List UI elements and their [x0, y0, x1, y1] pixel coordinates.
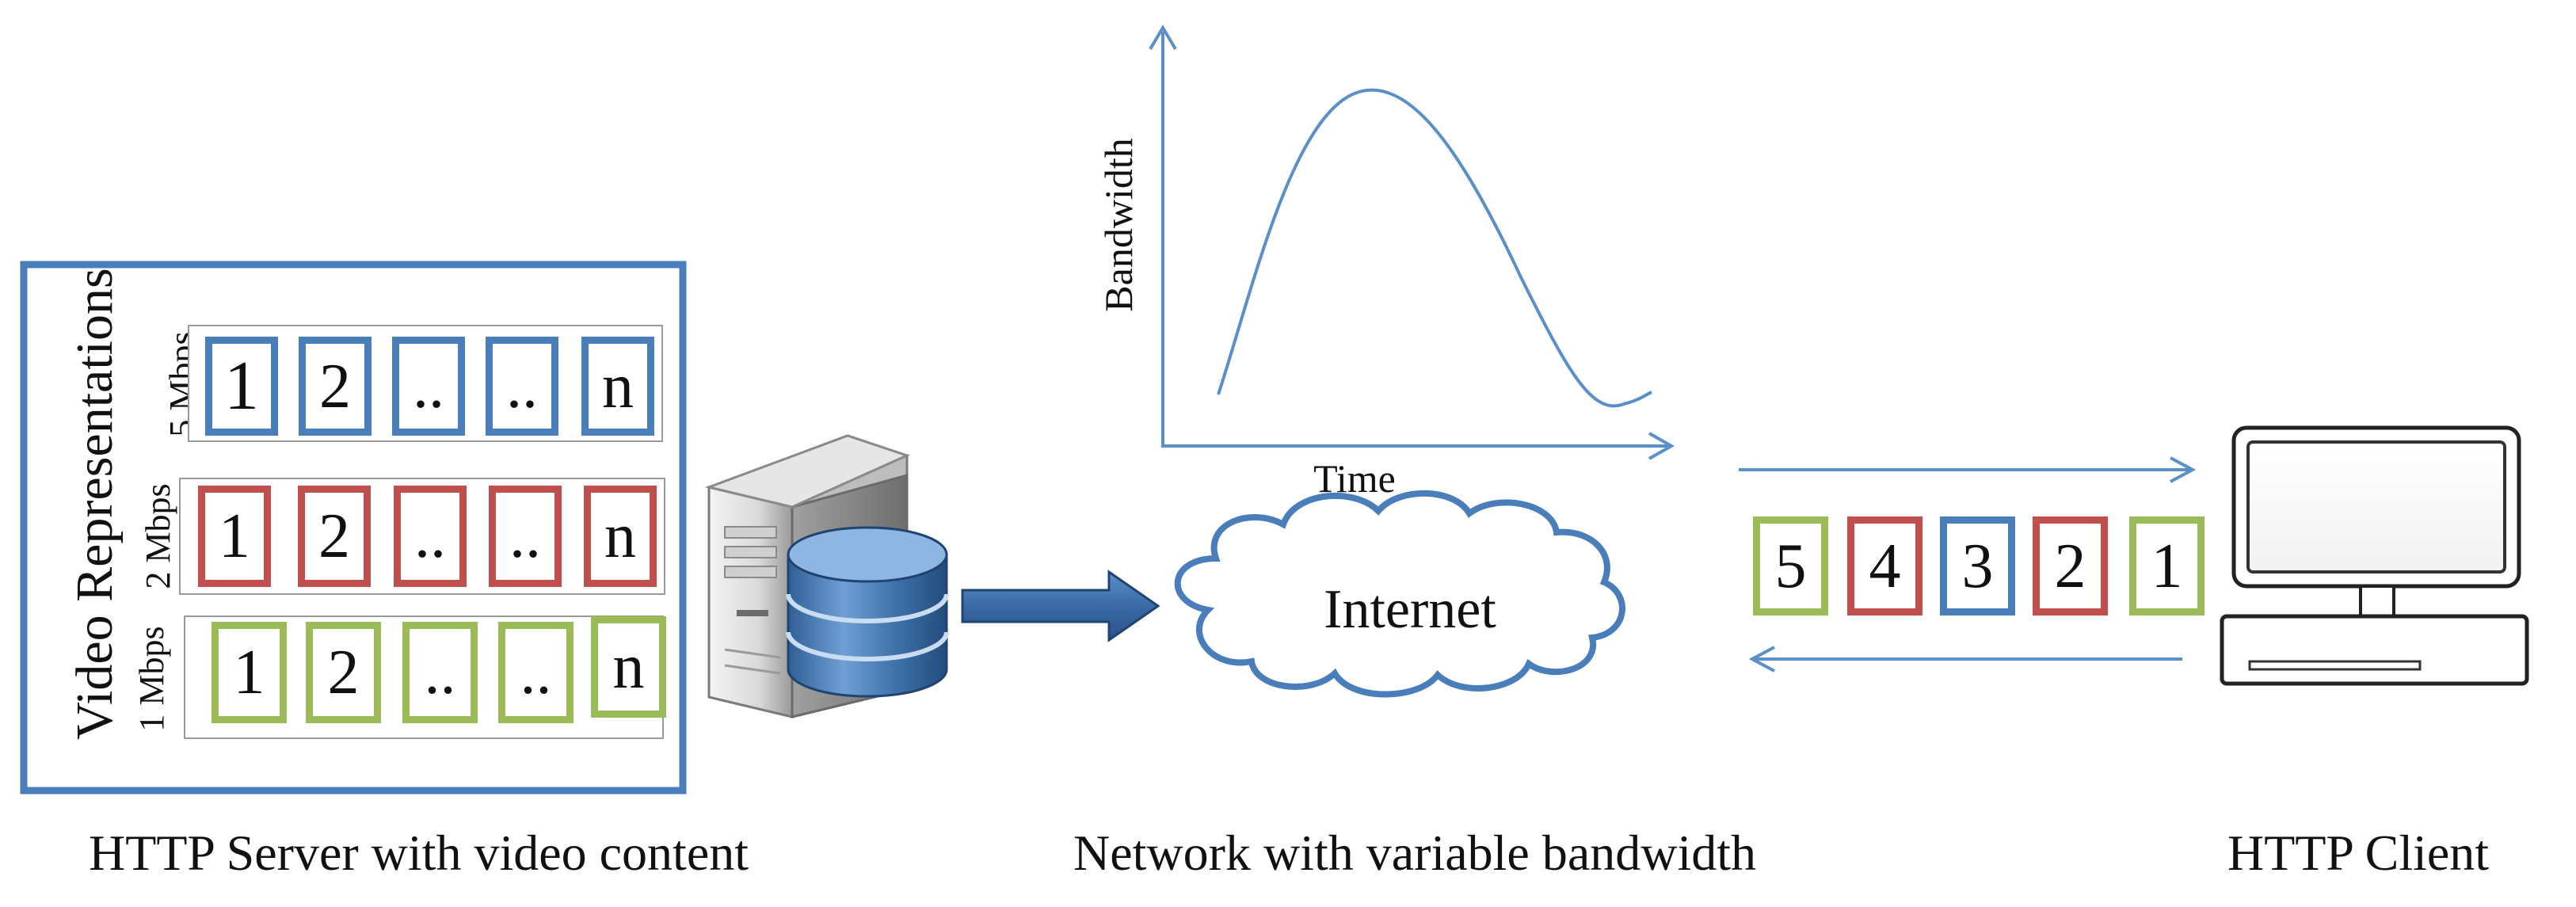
segment-1mbps-5: n: [591, 616, 666, 718]
graph-ylabel: Bandwidth: [1096, 138, 1141, 312]
client-computer-icon: [2220, 425, 2529, 686]
received-segment-3: 3: [1940, 516, 2015, 615]
graph-x-arrowhead: [1648, 432, 1675, 460]
rate-label-1mbps: 1 Mbps: [132, 626, 171, 732]
received-segment-2: 2: [2033, 516, 2108, 615]
received-segment-1: 1: [2129, 516, 2204, 615]
segment-2mbps-3: ..: [394, 486, 467, 587]
server-caption: HTTP Server with video content: [89, 825, 749, 881]
request-arrowhead: [1748, 646, 1775, 673]
representations-title: Video Representations: [66, 268, 124, 740]
segment-2mbps-4: ..: [489, 486, 562, 587]
graph-y-arrowhead: [1149, 25, 1177, 51]
network-caption: Network with variable bandwidth: [1073, 825, 1756, 881]
bandwidth-graph: [1149, 25, 1675, 460]
server-tower-icon: [704, 434, 911, 718]
received-segment-5: 5: [1753, 516, 1828, 615]
server-to-network-arrow: [961, 570, 1160, 642]
server-panel-frame: [20, 261, 687, 795]
segment-2mbps-1: 1: [198, 486, 271, 587]
segment-1mbps-4: ..: [498, 622, 574, 723]
segment-2mbps-2: 2: [298, 486, 371, 587]
graph-xlabel: Time: [1313, 456, 1396, 501]
segment-5mbps-4: ..: [486, 337, 558, 436]
bandwidth-curve: [1217, 88, 1652, 408]
segment-1mbps-2: 2: [306, 622, 381, 723]
client-caption: HTTP Client: [2227, 825, 2490, 881]
segment-2mbps-5: n: [584, 486, 657, 587]
database-icon: [786, 526, 949, 698]
segment-5mbps-1: 1: [205, 337, 278, 436]
segment-1mbps-3: ..: [402, 622, 478, 723]
internet-cloud-icon: [1174, 490, 1625, 698]
rate-label-2mbps: 2 Mbps: [139, 483, 177, 589]
received-segment-4: 4: [1847, 516, 1922, 615]
download-arrowhead: [2170, 456, 2197, 483]
segment-5mbps-5: n: [581, 337, 654, 436]
segment-5mbps-2: 2: [299, 337, 372, 436]
cloud-label: Internet: [1324, 579, 1496, 640]
segment-5mbps-3: ..: [392, 337, 465, 436]
segment-1mbps-1: 1: [211, 622, 287, 723]
